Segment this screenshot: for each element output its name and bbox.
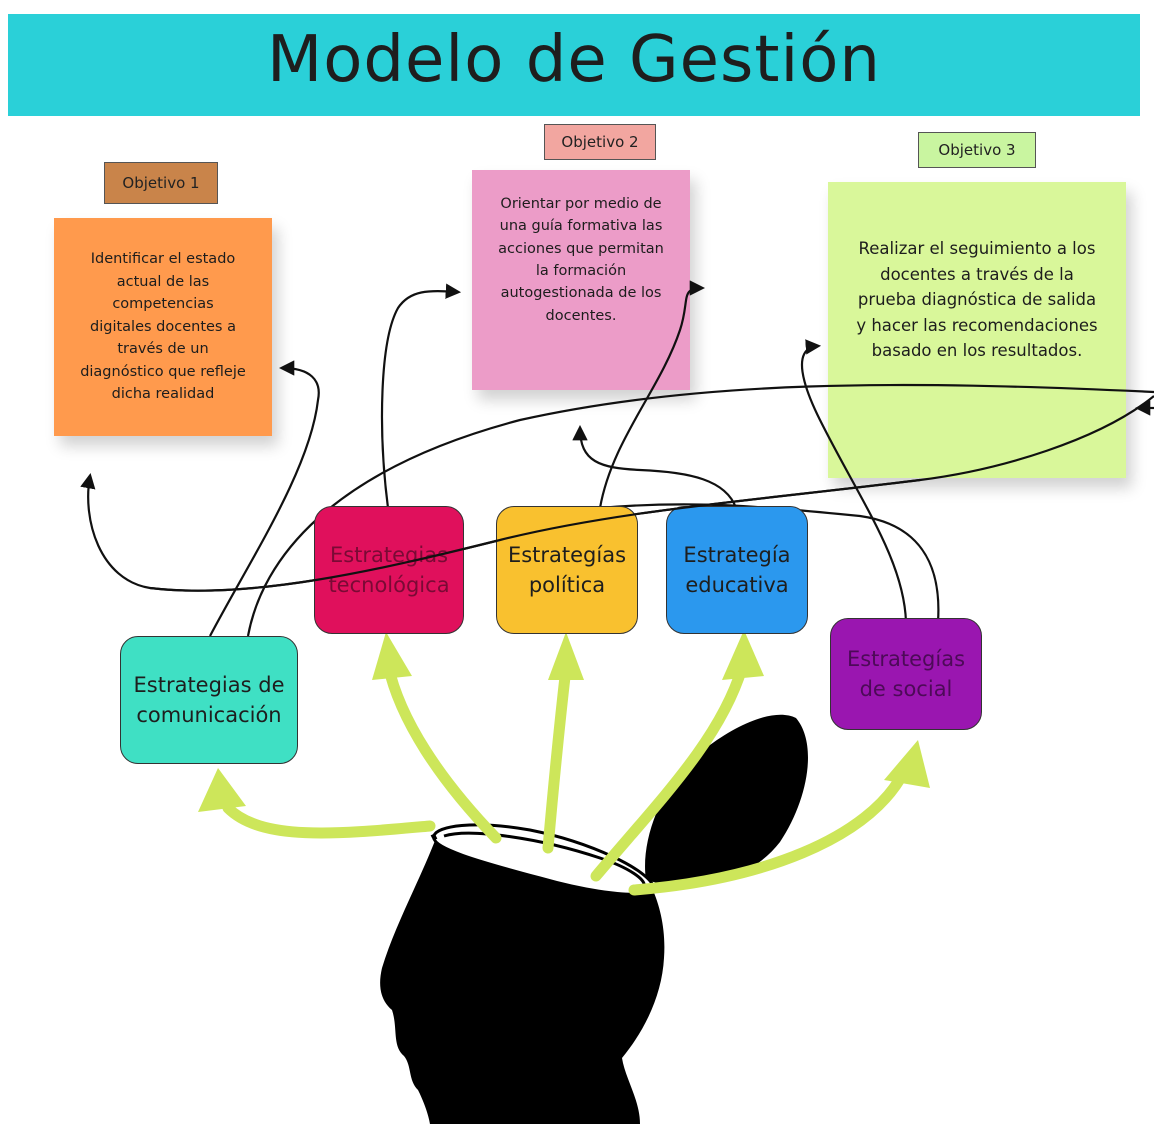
strategy-education: Estrategía educativa	[666, 506, 808, 634]
crossing-connector-line	[149, 478, 921, 592]
strategy-politics-label: Estrategías política	[507, 542, 627, 597]
objective-2-text: Orientar por medio de una guía formativa…	[498, 195, 664, 324]
strategy-education-label: Estrategía educativa	[683, 542, 791, 597]
strategy-politics: Estrategías política	[496, 506, 638, 634]
objective-2-label-text: Objetivo 2	[561, 133, 639, 151]
strategy-communication: Estrategias de comunicación	[120, 636, 298, 764]
objective-3-label: Objetivo 3	[918, 132, 1036, 168]
objective-1-text: Identificar el estado actual de las comp…	[80, 251, 246, 403]
strategy-social: Estrategías de social	[830, 618, 982, 730]
title-banner: Modelo de Gestión	[8, 14, 1140, 116]
objective-3-text: Realizar el seguimiento a los docentes a…	[856, 239, 1098, 361]
objective-1-label-text: Objetivo 1	[122, 174, 200, 192]
strategy-technology-label: Estrategias tecnológica	[328, 542, 450, 597]
strategy-social-label: Estrategías de social	[846, 646, 966, 701]
growth-arrows	[222, 659, 910, 896]
objective-2-label: Objetivo 2	[544, 124, 656, 160]
objective-1-label: Objetivo 1	[104, 162, 218, 204]
objective-1-note: Identificar el estado actual de las comp…	[54, 218, 272, 436]
objective-3-note: Realizar el seguimiento a los docentes a…	[828, 182, 1126, 478]
page-title: Modelo de Gestión	[267, 23, 881, 97]
objective-3-label-text: Objetivo 3	[938, 141, 1016, 159]
objective-2-note: Orientar por medio de una guía formativa…	[472, 170, 690, 390]
growth-arrowheads	[198, 630, 930, 812]
strategy-technology: Estrategias tecnológica	[314, 506, 464, 634]
strategy-communication-label: Estrategias de comunicación	[133, 672, 285, 727]
